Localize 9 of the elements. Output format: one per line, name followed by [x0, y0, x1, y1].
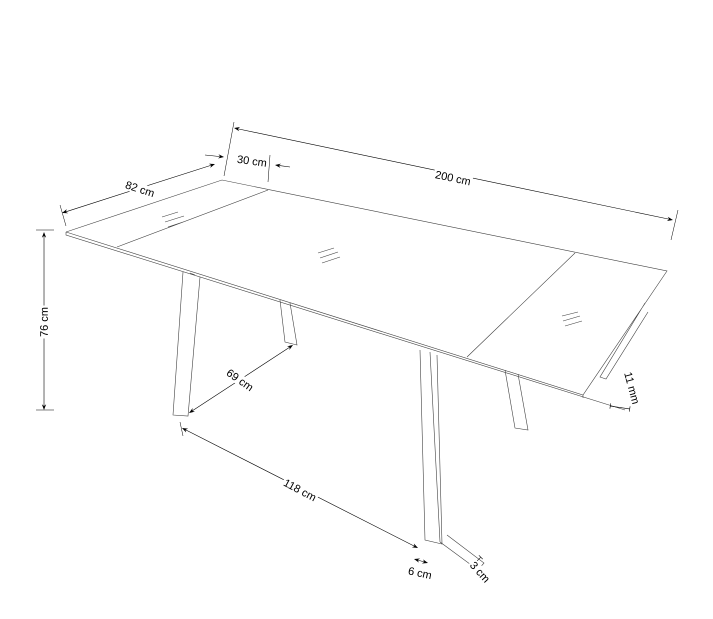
- dimension-label: 3 cm: [467, 558, 493, 586]
- dimension-label: 6 cm: [406, 564, 434, 582]
- dimension-label: 82 cm: [122, 178, 158, 200]
- dimension-label: 30 cm: [234, 153, 270, 169]
- dimension-label: 76 cm: [38, 306, 50, 338]
- dimension-label: 200 cm: [432, 168, 474, 188]
- dimension-label: 118 cm: [280, 476, 320, 504]
- dimension-label: 69 cm: [223, 366, 257, 394]
- dimension-label: 11 mm: [622, 369, 642, 407]
